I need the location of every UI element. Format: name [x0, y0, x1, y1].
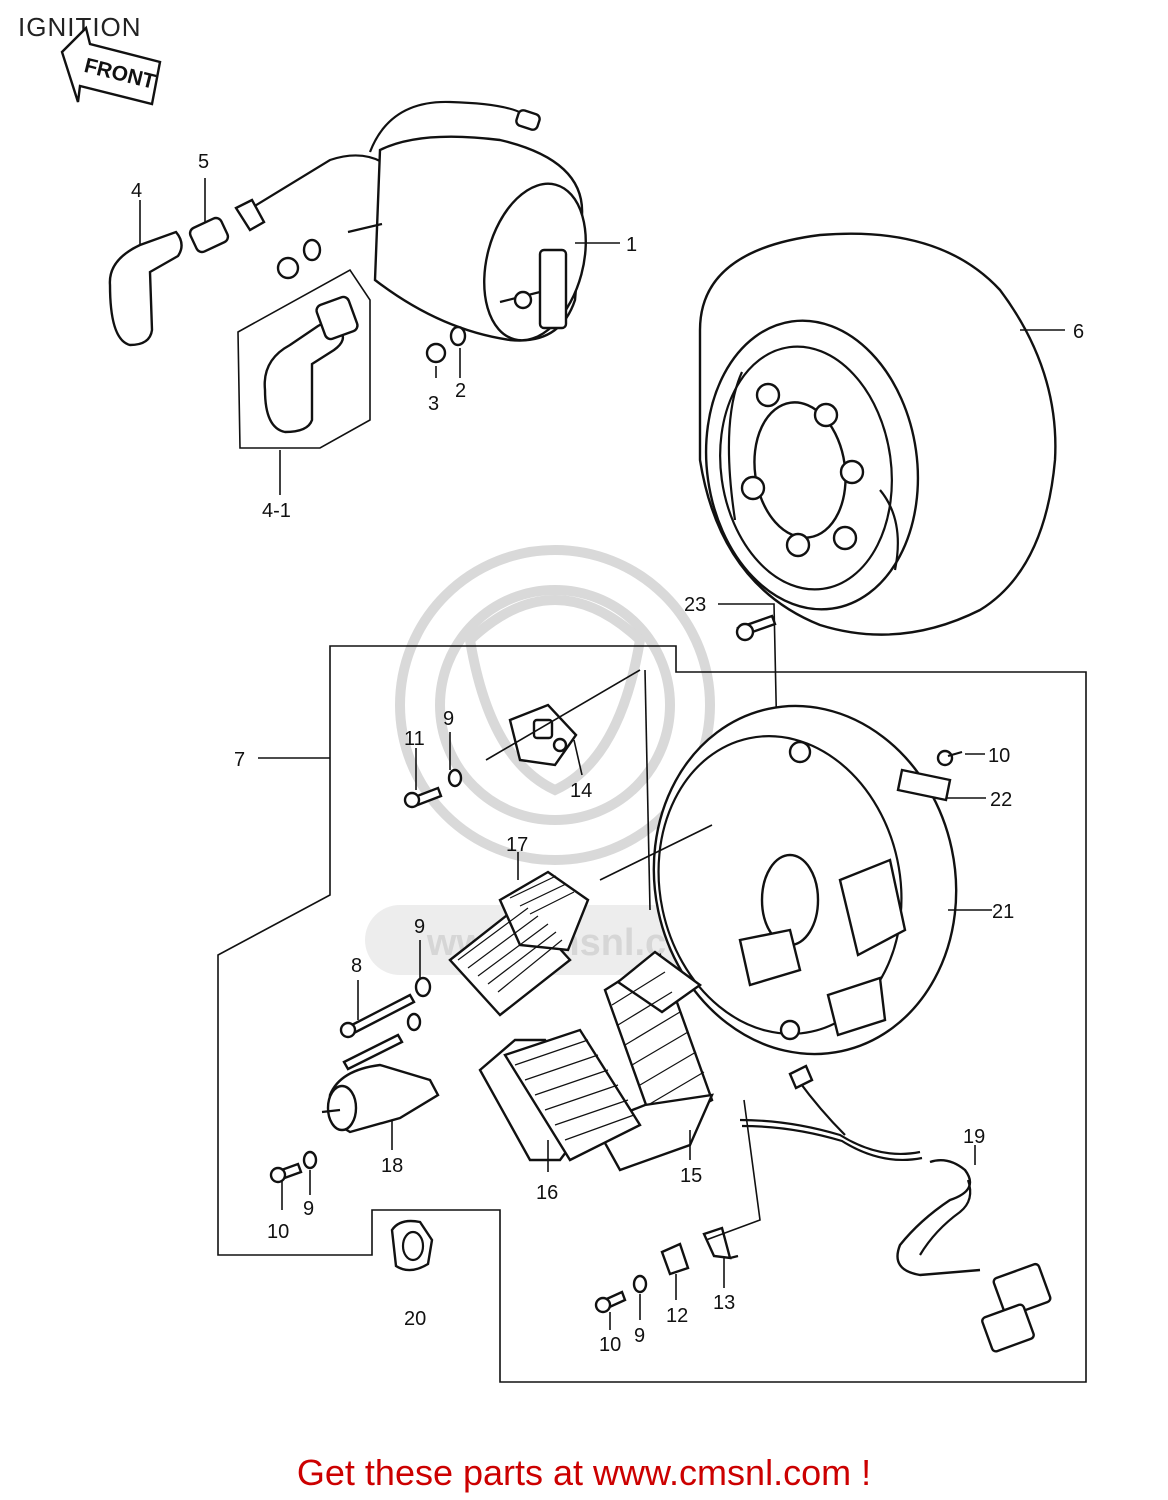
callout-8: 8 — [351, 955, 362, 977]
callout-14: 14 — [570, 780, 592, 802]
callout-16: 16 — [536, 1182, 558, 1204]
callout-1: 1 — [626, 234, 637, 256]
condenser-screw-part — [269, 1150, 318, 1210]
callout-3: 3 — [428, 393, 439, 415]
callout-19: 19 — [963, 1126, 985, 1148]
retainer-plate-part — [896, 749, 986, 802]
callout-9-d: 9 — [634, 1325, 645, 1347]
callout-11: 11 — [404, 728, 425, 750]
stator-assembly-outline — [217, 645, 1087, 1383]
callout-labels: 1 2 3 4 4-1 5 6 7 8 9 9 9 9 10 10 10 11 … — [131, 151, 1084, 1356]
connector-sleeve-part — [188, 178, 230, 254]
grommet-part — [390, 1219, 434, 1272]
condenser-part — [321, 1063, 440, 1150]
coil-screw-part — [339, 940, 432, 1071]
ignition-coil-part — [234, 100, 620, 342]
callout-10-b: 10 — [267, 1221, 289, 1243]
callout-21: 21 — [992, 901, 1014, 923]
callout-4-1: 4-1 — [262, 500, 291, 522]
callout-18: 18 — [381, 1155, 403, 1177]
lighting-coil-part — [478, 1028, 642, 1172]
callout-12: 12 — [666, 1305, 688, 1327]
plug-cap-assembly-part — [237, 268, 371, 495]
stator-plate-part — [652, 704, 992, 1056]
nut-washer-part — [276, 238, 467, 378]
spark-plug-cap-part — [108, 200, 183, 347]
charging-coil-part — [448, 824, 713, 1017]
callout-5: 5 — [198, 151, 209, 173]
callout-20: 20 — [404, 1308, 426, 1330]
callout-17: 17 — [506, 834, 528, 856]
pickup-coil-part — [485, 669, 651, 911]
screw-washer-part — [403, 732, 463, 809]
wire-harness-part — [739, 1064, 1052, 1353]
callout-15: 15 — [680, 1165, 702, 1187]
callout-23: 23 — [684, 594, 706, 616]
callout-10-c: 10 — [599, 1334, 621, 1356]
callout-9-a: 9 — [443, 708, 454, 730]
callout-2: 2 — [455, 380, 466, 402]
callout-4: 4 — [131, 180, 142, 202]
callout-22: 22 — [990, 789, 1012, 811]
callout-6: 6 — [1073, 321, 1084, 343]
callout-10-a: 10 — [988, 745, 1010, 767]
front-arrow-icon: FRONT — [60, 25, 162, 106]
callout-9-b: 9 — [414, 916, 425, 938]
parts-store-link[interactable]: Get these parts at www.cmsnl.com ! — [296, 1452, 872, 1493]
callout-9-c: 9 — [303, 1198, 314, 1220]
callout-13: 13 — [713, 1292, 735, 1314]
flywheel-rotor-part — [698, 232, 1065, 636]
callout-7: 7 — [234, 749, 245, 771]
clamp-part — [594, 1099, 761, 1330]
